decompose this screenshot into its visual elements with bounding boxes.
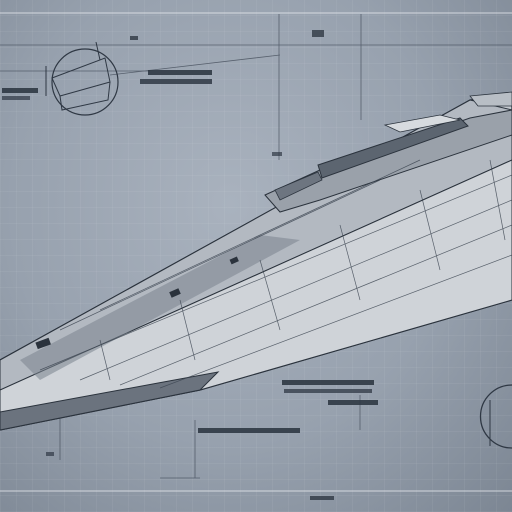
sheet-border [0,12,512,492]
scale-arc [479,384,512,449]
detail-inset [45,41,111,111]
detail-circle [51,48,119,116]
illegible-callouts [2,30,378,500]
starship-hull [0,91,512,431]
